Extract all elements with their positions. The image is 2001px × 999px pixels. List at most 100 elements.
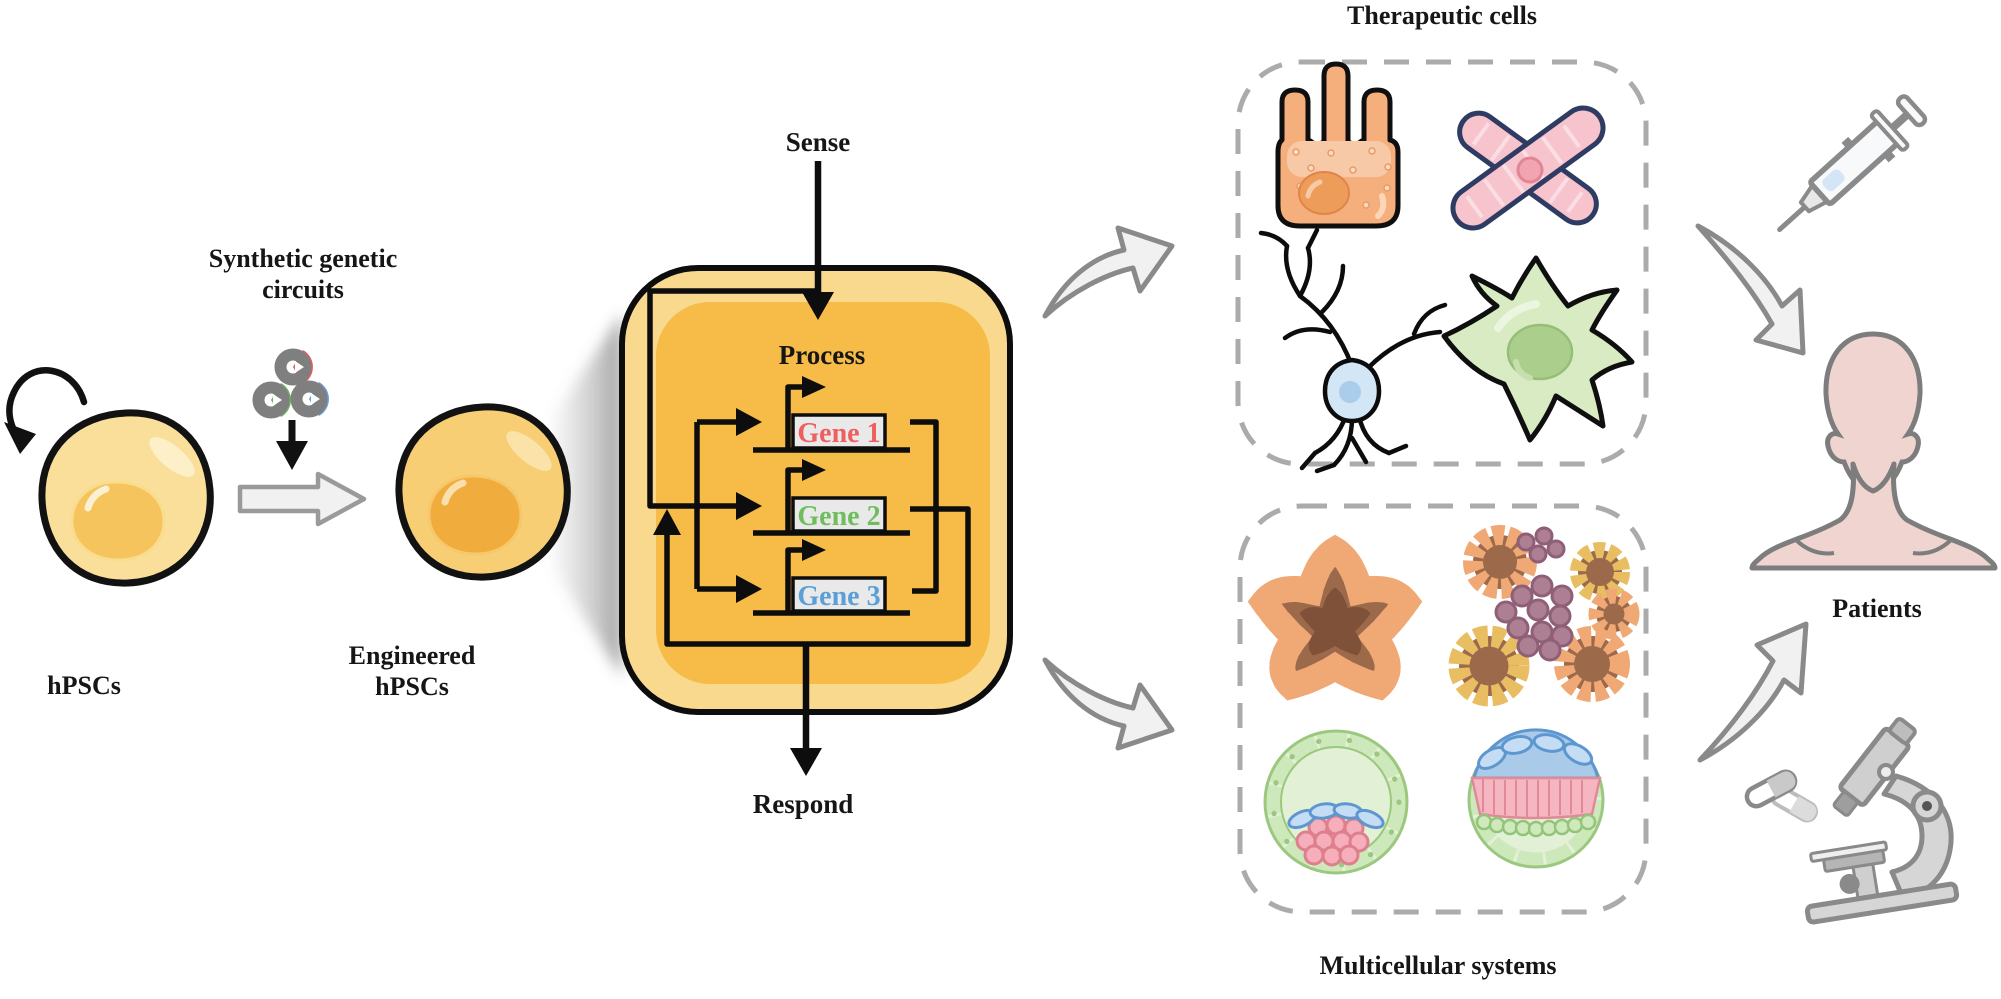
curved-arrow-study-icon: [1697, 621, 1809, 763]
circuit-wiring: [647, 288, 971, 647]
gene-1-box: [791, 413, 887, 450]
plasmid-blue-icon: [290, 380, 329, 418]
optical-tube: [1832, 717, 1917, 817]
self-renewal-arrow-icon: [4, 367, 88, 454]
label-multicellular-systems: Multicellular systems: [1319, 951, 1557, 980]
transformation-arrow-icon: [237, 471, 367, 527]
syringe-icon: [1777, 94, 1928, 233]
cell-highlight: [149, 437, 195, 477]
transfection-arrow-icon: [276, 420, 308, 470]
patient-head: [1823, 331, 1923, 496]
gastruloid-icon: [1467, 728, 1605, 869]
rosette-orange-2: [1554, 626, 1630, 702]
label-synthetic-genetic-circuits: Synthetic genetic circuits: [203, 243, 403, 305]
label-engineered-hpscs: Engineered hPSCs: [312, 640, 512, 702]
epiblast-band: [1470, 776, 1602, 820]
nucleus-highlight: [1305, 179, 1323, 199]
label-line: hPSCs: [375, 672, 449, 701]
cell-nucleus: [427, 474, 523, 556]
liquid: [1822, 169, 1845, 192]
cell-nuclei-dots: [1270, 736, 1402, 868]
plasmid-red-icon: [274, 348, 313, 386]
nucleus-highlight: [84, 485, 110, 512]
gene-cassette-1: Gene 1: [791, 413, 887, 450]
clavicle-lines: [1794, 538, 1953, 556]
apical-band: [1287, 141, 1391, 177]
plasmid-icons: [252, 348, 329, 419]
label-sense: Sense: [785, 127, 851, 157]
label-hpscs: hPSCs: [47, 671, 121, 700]
cell-nucleus: [1298, 171, 1350, 215]
label-patients: Patients: [1832, 594, 1922, 623]
graduation-nub-top: [1841, 136, 1854, 149]
hypoblast-row: [1475, 813, 1597, 838]
gene-1-label: Gene 1: [797, 418, 880, 449]
body-highlight: [1375, 193, 1387, 219]
intestinal-organoid-icon: [1247, 534, 1423, 701]
therapeutic-cells-box: [1235, 59, 1649, 467]
tube-joint: [1877, 763, 1895, 781]
plasmid-green-icon: [252, 381, 291, 419]
sense-arrow-icon: [802, 161, 834, 320]
cell-nucleus: [1506, 323, 1574, 381]
cell-nucleus: [1516, 156, 1544, 184]
engineered-hpsc-cell-icon: [399, 407, 567, 577]
neuron-icon: [1258, 227, 1448, 474]
epiblast-cover-cells: [1287, 802, 1385, 830]
gene-cassette-2: Gene 2: [791, 496, 887, 533]
immune-cell-icon: [1441, 255, 1635, 443]
label-process: Process: [778, 340, 866, 370]
capsule-front: [1744, 769, 1798, 809]
label-line: Synthetic genetic: [208, 244, 398, 273]
lumen: [1299, 587, 1371, 656]
hpsc-cell-icon: [42, 413, 210, 583]
label-line: Engineered: [348, 641, 476, 670]
focus-knob: [1839, 873, 1860, 894]
label-respond: Respond: [752, 789, 854, 819]
label-therapeutic-cells: Therapeutic cells: [1347, 1, 1537, 30]
pills-icon: [1744, 769, 1818, 823]
curved-arrow-multicellular-icon: [1042, 657, 1175, 751]
speckles: [1292, 147, 1392, 209]
glandular-organoid-icon: [1448, 525, 1640, 707]
base: [1804, 881, 1960, 925]
patient-shoulders: [1749, 461, 1998, 571]
cell-zoom-shadow: [548, 314, 622, 676]
graduation-nub-bottom: [1883, 150, 1896, 163]
blastoid-icon: [1263, 729, 1409, 875]
nucleus-highlight: [1513, 359, 1533, 381]
curved-arrow-therapeutic-icon: [1042, 225, 1175, 319]
amnion-cells: [1477, 733, 1594, 770]
rosette-yellow-2: [1570, 542, 1630, 602]
nucleus-highlight: [441, 479, 467, 506]
rosette-orange-3: [1588, 588, 1640, 640]
body-highlight: [1494, 300, 1540, 332]
rosette-yellow-1: [1448, 625, 1530, 707]
needle: [1777, 202, 1809, 233]
label-line: circuits: [262, 275, 344, 304]
cell-highlight: [506, 431, 552, 471]
acinar-cluster: [1494, 526, 1574, 662]
outer-wall: [1263, 729, 1409, 875]
gene-3-label: Gene 3: [797, 581, 880, 612]
stage-group: [1804, 840, 1960, 925]
adjust-knob-dot: [1922, 801, 1932, 811]
muscle-cell-icon: [1450, 105, 1606, 231]
microscope-icon: [1804, 717, 1960, 925]
gene-2-label: Gene 2: [797, 501, 880, 532]
respond-arrow-icon: [790, 644, 822, 776]
gene-3-box: [791, 576, 887, 613]
rosette-orange-1: [1463, 525, 1537, 599]
dendrites: [1258, 227, 1448, 474]
gene-cassette-3: Gene 3: [791, 576, 887, 613]
plunger-cap: [1895, 94, 1928, 128]
intestinal-cell-icon: [1275, 61, 1401, 229]
patient-silhouette: [1749, 331, 1998, 571]
cell-nucleus: [1339, 381, 1361, 403]
cell-nucleus: [70, 480, 166, 562]
multicellular-systems-box: [1237, 503, 1649, 915]
curved-arrow-injection-icon: [1695, 223, 1806, 356]
gene-2-box: [791, 496, 887, 533]
